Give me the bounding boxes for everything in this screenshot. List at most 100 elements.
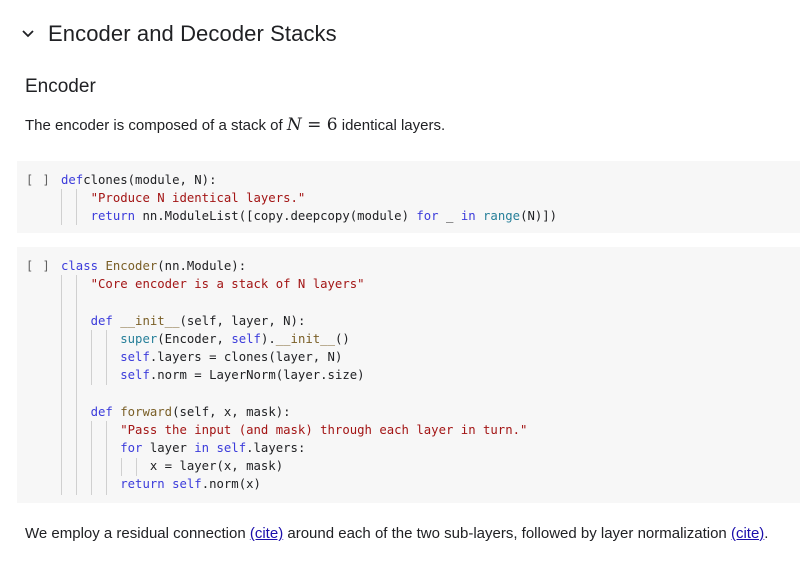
math-var: N [286, 115, 302, 135]
intro-text-after: identical layers. [337, 117, 446, 134]
code-token: module, N): [135, 173, 217, 187]
code-cell-clones[interactable]: [ ] defclones(module, N): "Produce N ide… [17, 161, 800, 233]
code-cell-encoder[interactable]: [ ] class Encoder(nn.Module): "Core enco… [17, 247, 800, 503]
code-line[interactable]: super(Encoder, self).__init__() [61, 330, 527, 348]
code-line[interactable] [61, 293, 527, 311]
code-token: self [172, 477, 202, 492]
code-token [61, 350, 120, 364]
code-token [61, 332, 120, 346]
code-editor[interactable]: class Encoder(nn.Module): "Core encoder … [61, 257, 527, 493]
code-token [61, 423, 120, 437]
section-header: Encoder and Decoder Stacks [18, 18, 337, 50]
code-line[interactable]: return nn.ModuleList([copy.deepcopy(modu… [61, 207, 557, 225]
indent-guide [106, 421, 107, 495]
code-token [61, 459, 150, 473]
code-token: clones( [83, 173, 136, 187]
code-token: "Produce N identical layers." [90, 191, 306, 206]
code-line[interactable]: def __init__(self, layer, N): [61, 312, 527, 330]
code-line[interactable]: "Pass the input (and mask) through each … [61, 421, 527, 439]
code-token: __init__ [275, 331, 335, 346]
code-line[interactable] [61, 384, 527, 402]
indent-guide [106, 330, 107, 385]
code-token: range [483, 209, 521, 224]
code-token: self [216, 440, 247, 455]
code-token: layer [142, 440, 195, 455]
indent-guide [91, 421, 92, 495]
code-token: (self, x, mask): [172, 404, 291, 419]
outro-text-middle: around each of the two sub-layers, follo… [283, 525, 731, 542]
indent-guide [91, 330, 92, 385]
code-token: in [460, 209, 476, 224]
code-token: self [120, 349, 150, 364]
code-token: for [416, 209, 439, 224]
subsection-title: Encoder [25, 76, 96, 97]
intro-paragraph: The encoder is composed of a stack of N … [25, 115, 445, 135]
code-token [209, 441, 216, 455]
code-token: return [90, 209, 136, 224]
code-token [476, 209, 483, 223]
code-line[interactable]: self.layers = clones(layer, N) [61, 348, 527, 366]
code-line[interactable]: x = layer(x, mask) [61, 457, 527, 475]
code-line[interactable]: class Encoder(nn.Module): [61, 257, 527, 275]
code-token: .norm(x) [201, 477, 261, 492]
code-token [61, 314, 91, 328]
code-token: Encoder [105, 259, 158, 273]
run-cell-button[interactable]: [ ] [26, 173, 51, 187]
intro-text-before: The encoder is composed of a stack of [25, 117, 287, 134]
code-token: x = layer(x, mask) [149, 459, 284, 474]
code-token: "Core encoder is a stack of N layers" [90, 277, 365, 292]
code-token: .norm = LayerNorm(layer.size) [149, 368, 365, 383]
indent-guide [121, 458, 122, 476]
code-token: () [334, 331, 350, 346]
indent-guide [136, 458, 137, 476]
indent-guide [76, 275, 77, 495]
code-token: for [120, 440, 143, 455]
cite-link-residual[interactable]: (cite) [249, 525, 284, 542]
code-token: super [120, 331, 158, 346]
code-token: (Encoder, [157, 331, 232, 346]
code-token: def [61, 173, 84, 187]
code-token: .layers: [246, 440, 306, 455]
code-line[interactable]: for layer in self.layers: [61, 439, 527, 457]
code-token [61, 191, 91, 205]
run-cell-button[interactable]: [ ] [26, 259, 51, 273]
code-token: self [120, 368, 150, 383]
code-token: .layers = clones(layer, N) [149, 349, 343, 364]
code-line[interactable]: "Produce N identical layers." [61, 189, 557, 207]
code-token: (nn.Module): [157, 259, 247, 273]
math-expression: N = 6 [287, 115, 338, 135]
outro-text-after: . [764, 525, 769, 542]
section-title: Encoder and Decoder Stacks [48, 21, 337, 46]
math-val: 6 [326, 115, 338, 135]
code-line[interactable]: self.norm = LayerNorm(layer.size) [61, 366, 527, 384]
code-line[interactable]: defclones(module, N): [61, 171, 557, 189]
code-token: nn.ModuleList([copy.deepcopy(module) [135, 209, 417, 224]
outro-text-before: We employ a residual connection [25, 525, 250, 542]
code-token: __init__ [120, 313, 180, 328]
code-token: _ [438, 209, 461, 224]
code-token: (self, layer, N): [179, 313, 306, 328]
code-token: return [120, 477, 165, 492]
indent-guide [61, 189, 62, 225]
code-line[interactable]: def forward(self, x, mask): [61, 403, 527, 421]
code-token: forward [120, 404, 173, 419]
code-token: ). [260, 331, 276, 346]
section-collapse-button[interactable] [18, 24, 38, 44]
code-line[interactable]: "Core encoder is a stack of N layers" [61, 275, 527, 293]
code-token: self [231, 331, 261, 346]
code-token [61, 277, 91, 291]
code-token: def [90, 313, 113, 328]
cite-link-layernorm[interactable]: (cite) [730, 525, 765, 542]
code-token: "Pass the input (and mask) through each … [120, 422, 528, 437]
code-token [165, 477, 172, 491]
code-line[interactable]: return self.norm(x) [61, 475, 527, 493]
code-token [61, 441, 120, 455]
code-token [61, 405, 91, 419]
code-token [61, 477, 120, 491]
chevron-down-icon [22, 30, 34, 38]
code-editor[interactable]: defclones(module, N): "Produce N identic… [61, 171, 557, 226]
code-token: def [90, 404, 113, 419]
math-eq: = [301, 115, 327, 135]
code-token: (N)]) [520, 209, 558, 224]
code-token [61, 368, 120, 382]
